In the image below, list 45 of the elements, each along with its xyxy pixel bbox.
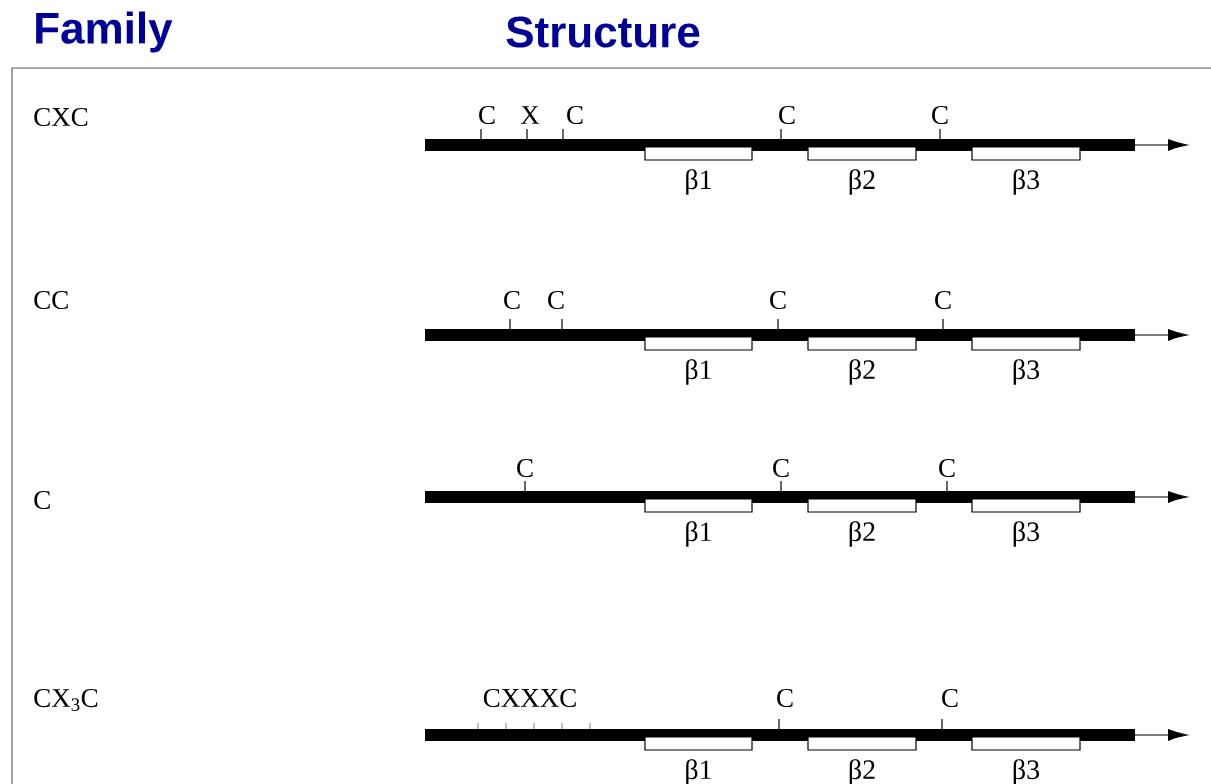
family-label: CX$_{3}$C [34,689,98,711]
node-label: β2 [849,759,875,784]
residue-label: X [520,106,540,124]
residue-label: C [932,105,948,125]
residue-label: C [935,290,951,310]
family-label: CXC [34,107,88,127]
node-label: β2 [849,521,875,547]
node-label: β1 [686,169,711,195]
residue-label: C [939,458,955,478]
strand-box: β3 [971,146,1081,195]
node-label: β1 [686,359,711,385]
strand-box: β1 [644,736,753,784]
node-label: β3 [1013,359,1040,385]
residue-label: C [517,458,533,478]
node-label: β1 [686,521,711,547]
family-label: CC [34,290,68,310]
strand-box: β2 [807,336,917,385]
family-label: C [34,490,50,510]
strand-box: β1 [644,336,753,385]
node-label: β3 [1013,521,1040,547]
strand-box: β3 [971,336,1081,385]
residue-label: C [504,290,520,310]
residue-label: C [548,290,564,310]
node-label: β1 [686,759,711,784]
strand-box: β2 [807,498,917,547]
residue-label: C [779,105,795,125]
strand-box: β2 [807,736,917,784]
residue-label: C [479,105,495,125]
residue-label: C [773,458,789,478]
node-label: β2 [849,169,875,195]
strand-box: β3 [971,498,1081,547]
node-label: β2 [849,359,875,385]
node-label: β3 [1013,169,1040,195]
residue-label: C [770,290,786,310]
strand-box: β3 [971,736,1081,784]
residue-label: C [777,688,793,708]
residue-label: C [567,105,583,125]
column-heading: Structure [506,16,700,48]
strand-box: β1 [644,498,753,547]
residue-label: CXXXC [483,688,576,708]
strand-box: β1 [644,146,753,195]
strand-box: β2 [807,146,917,195]
node-label: β3 [1013,759,1040,784]
column-heading: Family [36,11,173,53]
residue-label: C [942,688,958,708]
